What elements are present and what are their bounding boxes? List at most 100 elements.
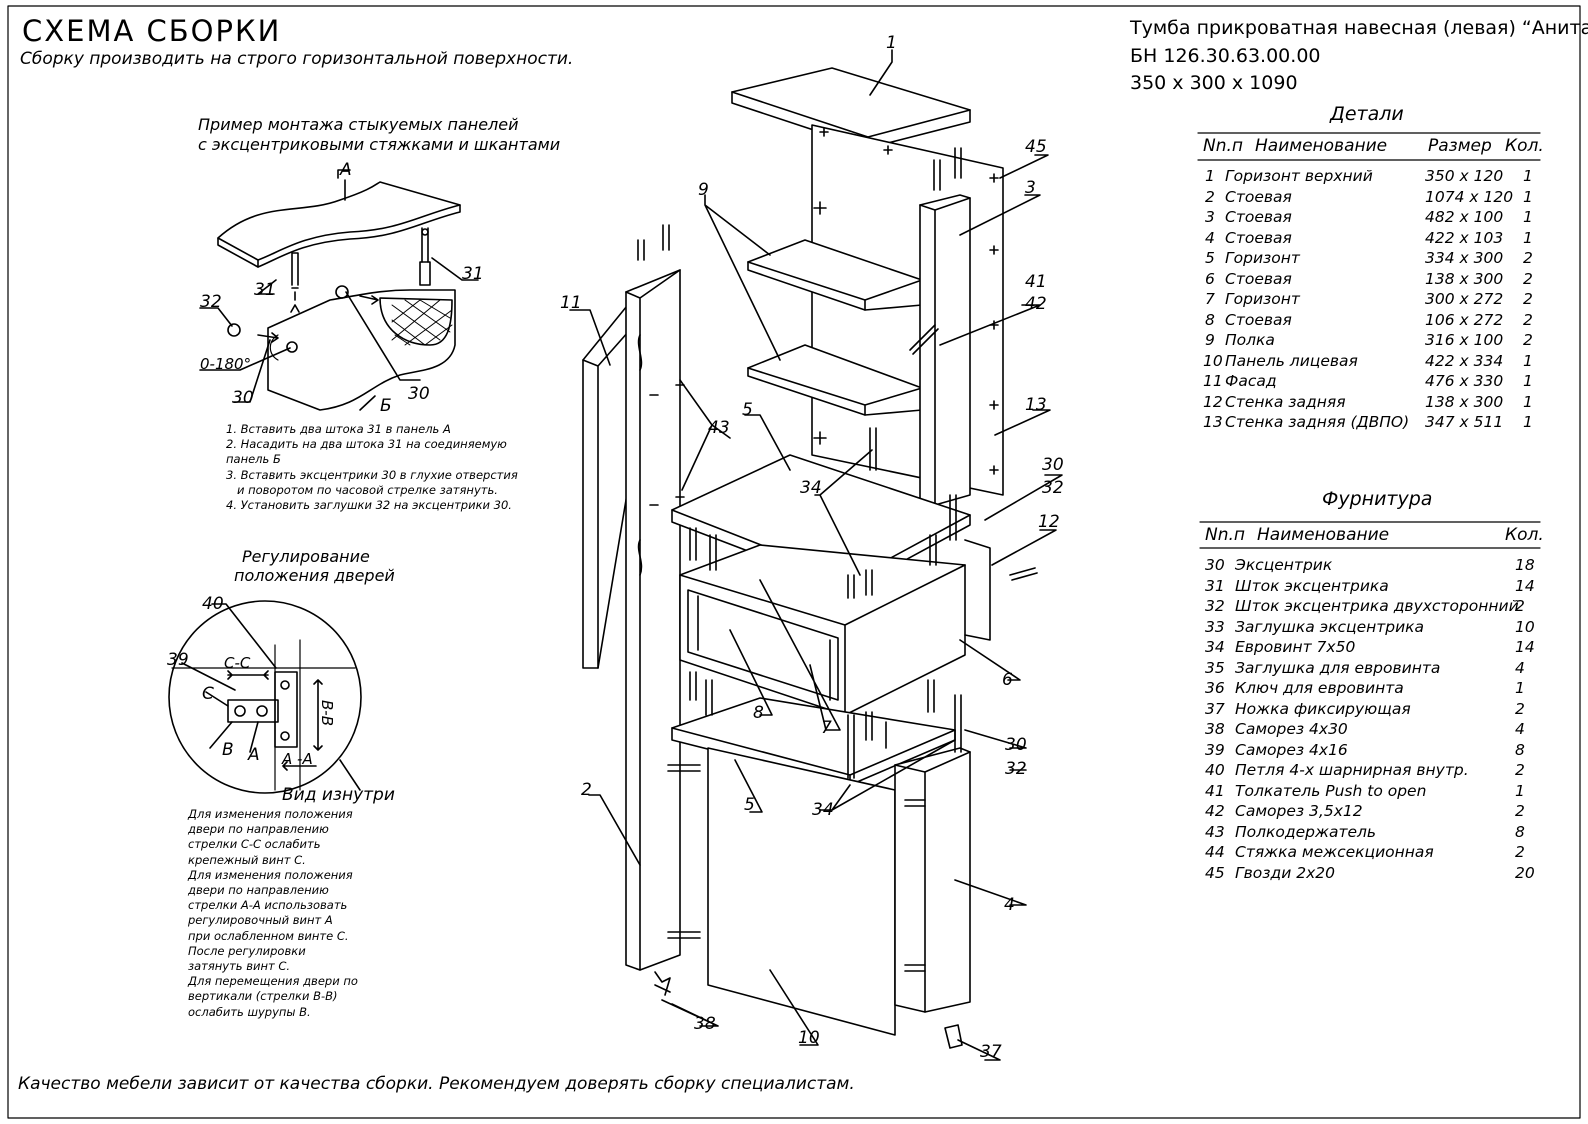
mount-step: и поворотом по часовой стрелке затянуть. — [226, 482, 498, 497]
product-name: Тумба прикроватная навесная (левая) “Ани… — [1130, 17, 1588, 39]
table-cell: 422 x 103 — [1425, 228, 1504, 247]
mount-step: 3. Вставить эксцентрики 30 в глухие отве… — [226, 467, 518, 482]
details-table-lines — [1197, 132, 1541, 161]
table-cell: Ключ для евровинта — [1235, 679, 1404, 697]
table-cell: 9 — [1205, 331, 1215, 349]
col-header: Nn.п — [1205, 525, 1246, 545]
product-dimensions: 350 x 300 x 1090 — [1130, 72, 1298, 94]
label-30-right: 30 — [408, 384, 430, 404]
label-arrow-aa: А -А — [282, 750, 313, 768]
callout-1: 1 — [886, 33, 897, 53]
table-cell: 7 — [1205, 290, 1215, 308]
table-cell: 347 x 511 — [1425, 413, 1504, 431]
page-subtitle: Сборку производить на строго горизонталь… — [20, 49, 574, 69]
table-cell: Петля 4-х шарнирная внутр. — [1235, 761, 1469, 779]
callout-4: 4 — [1004, 895, 1015, 915]
footer-note: Качество мебели зависит от качества сбор… — [18, 1074, 855, 1094]
hinge-detail-view — [168, 600, 362, 794]
table-cell: 1 — [1515, 679, 1525, 697]
callout-30-bottom: 30 — [1005, 735, 1027, 755]
callout-43: 43 — [708, 418, 730, 438]
table-cell: 20 — [1515, 863, 1535, 882]
table-cell: 1074 x 120 — [1425, 187, 1514, 206]
table-cell: 350 x 120 — [1425, 167, 1504, 185]
table-cell: 4 — [1515, 720, 1525, 738]
col-header: Размер — [1428, 136, 1492, 156]
table-cell: Стоевая — [1225, 208, 1292, 226]
label-panel-b: Б — [380, 396, 392, 416]
table-cell: 6 — [1205, 269, 1215, 288]
table-cell: 2 — [1523, 310, 1533, 329]
table-cell: 2 — [1523, 269, 1533, 288]
table-cell: 33 — [1205, 617, 1225, 636]
table-cell: 8 — [1205, 310, 1215, 329]
label-39: 39 — [167, 650, 189, 670]
table-cell: Полкодержатель — [1235, 822, 1377, 841]
callout-45: 45 — [1025, 137, 1047, 157]
table-cell: 1 — [1523, 228, 1533, 247]
table-cell: 316 x 100 — [1425, 331, 1504, 349]
table-cell: 30 — [1205, 556, 1225, 574]
page-title: СХЕМА СБОРКИ — [22, 14, 282, 48]
note-line: Для изменения положения — [188, 867, 353, 882]
panel-joint-sketch — [199, 169, 479, 411]
callout-30-top: 30 — [1042, 455, 1064, 475]
table-cell: 2 — [1523, 290, 1533, 308]
note-line: регулировочный винт А — [188, 913, 333, 928]
table-cell: 18 — [1515, 556, 1535, 574]
mount-step: 4. Установить заглушки 32 на эксцентрики… — [226, 498, 512, 513]
label-31-right: 31 — [462, 264, 484, 284]
callout-11: 11 — [560, 293, 582, 313]
callout-32-bottom: 32 — [1005, 759, 1027, 779]
table-cell: 39 — [1205, 740, 1225, 759]
note-line: вертикали (стрелки В-В) — [188, 989, 338, 1004]
col-header: Наименование — [1255, 136, 1388, 156]
table-cell: 8 — [1515, 822, 1525, 841]
table-cell: 2 — [1205, 187, 1215, 206]
table-cell: 36 — [1205, 679, 1225, 697]
note-line: После регулировки — [188, 943, 306, 958]
table-cell: 14 — [1515, 638, 1535, 656]
table-cell: Горизонт — [1225, 249, 1300, 267]
table-cell: 334 x 300 — [1425, 249, 1504, 267]
table-cell: Стоевая — [1225, 187, 1292, 206]
table-cell: 138 x 300 — [1425, 269, 1504, 288]
table-cell: Полка — [1225, 331, 1275, 349]
table-cell: 2 — [1515, 843, 1525, 861]
table-cell: Шток эксцентрика — [1235, 576, 1389, 595]
table-cell: 422 x 334 — [1425, 351, 1504, 370]
table-cell: 12 — [1203, 392, 1223, 411]
door-adjust-title: Регулирование — [242, 547, 370, 566]
table-cell: 2 — [1515, 699, 1525, 718]
callout-6: 6 — [1002, 670, 1013, 690]
table-cell: 4 — [1515, 658, 1525, 677]
view-inside-label: Вид изнутри — [282, 785, 395, 805]
table-cell: Стяжка межсекционная — [1235, 843, 1434, 861]
table-cell: Стоевая — [1225, 310, 1292, 329]
table-cell: 106 x 272 — [1425, 310, 1504, 329]
label-31-left: 31 — [254, 280, 276, 300]
callout-13: 13 — [1025, 395, 1047, 415]
table-cell: 2 — [1515, 802, 1525, 820]
table-cell: 37 — [1205, 699, 1225, 718]
callout-41: 41 — [1025, 272, 1047, 292]
note-line: Для перемещения двери по — [188, 974, 358, 989]
table-cell: 34 — [1205, 638, 1225, 656]
note-line: двери по направлению — [188, 883, 329, 898]
door-adjust-notes: Для изменения положения двери по направл… — [188, 807, 378, 1020]
table-cell: Толкатель Push to open — [1235, 781, 1427, 800]
table-cell: 31 — [1205, 576, 1225, 595]
table-cell: Стоевая — [1225, 228, 1292, 247]
table-cell: 1 — [1523, 392, 1533, 411]
col-header: Кол. — [1505, 136, 1544, 156]
table-cell: 42 — [1205, 802, 1225, 820]
table-cell: Панель лицевая — [1225, 351, 1358, 370]
table-cell: 1 — [1523, 351, 1533, 370]
label-32: 32 — [200, 292, 222, 312]
note-line: затянуть винт С. — [188, 959, 291, 974]
callout-34-bottom: 34 — [812, 800, 834, 820]
table-cell: 44 — [1205, 843, 1225, 861]
callout-37: 37 — [980, 1042, 1002, 1062]
